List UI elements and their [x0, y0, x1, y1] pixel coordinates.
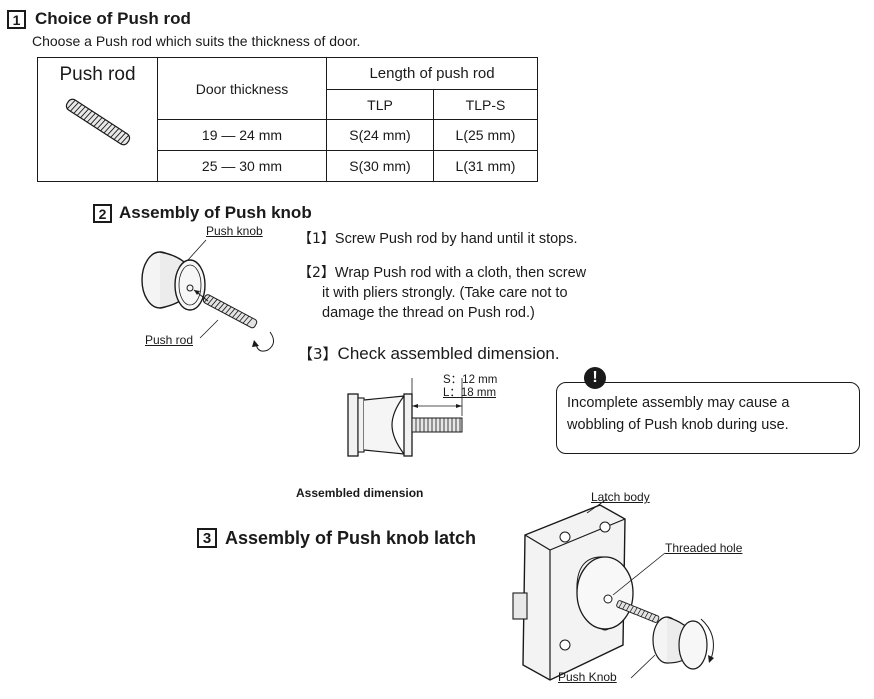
header-door-thickness: Door thickness [157, 57, 327, 120]
step-1-text: Screw Push rod by hand until it stops. [334, 231, 578, 247]
step-1-number: 【1】 [298, 231, 335, 247]
tlps-cell: L(31 mm) [433, 150, 538, 182]
section-2-title: Assembly of Push knob [119, 203, 312, 222]
step-3-number: 【3】 [298, 345, 338, 363]
step-2-line-2: it with pliers strongly. (Take care not … [322, 285, 568, 301]
warning-callout: Incomplete assembly may cause a wobbling… [556, 382, 860, 454]
step-2-line-3: damage the thread on Push rod.) [322, 305, 535, 321]
header-length-of-push-rod: Length of push rod [326, 57, 538, 90]
section-2-number: 2 [93, 203, 112, 223]
section-1-number: 1 [7, 9, 26, 29]
section-3-number: 3 [197, 528, 217, 548]
push-rod-icon [65, 98, 130, 146]
section-1-intro: Choose a Push rod which suits the thickn… [32, 33, 361, 49]
section-3-heading: 3 Assembly of Push knob latch [197, 525, 476, 551]
dimension-s: S：12 mm [443, 374, 498, 386]
label-latch-body: Latch body [591, 490, 650, 504]
step-3-text: Check assembled dimension. [337, 344, 560, 363]
push-rod-image-cell: Push rod [37, 57, 158, 182]
thickness-cell: 25 — 30 mm [157, 150, 327, 182]
label-push-knob-latch: Push Knob [558, 670, 617, 684]
tlp-cell: S(30 mm) [326, 150, 434, 182]
warning-icon: ! [584, 367, 606, 389]
step-1: 【1】Screw Push rod by hand until it stops… [298, 229, 578, 249]
table-row: 19 — 24 mm S(24 mm) L(25 mm) [38, 119, 538, 151]
section-2-heading: 2 Assembly of Push knob [93, 202, 312, 224]
thickness-cell: 19 — 24 mm [157, 119, 327, 151]
header-tlp: TLP [326, 89, 434, 120]
label-push-rod: Push rod [145, 333, 194, 347]
assembled-dimension-caption: Assembled dimension [296, 486, 424, 500]
label-push-knob: Push knob [206, 224, 263, 238]
table-row: 25 — 30 mm S(30 mm) L(31 mm) [38, 150, 538, 182]
push-rod-label: Push rod [59, 64, 136, 85]
push-knob-illustration [141, 239, 274, 352]
step-3: 【3】Check assembled dimension. [298, 343, 560, 364]
latch-illustration [512, 498, 714, 681]
section-1-heading: 1 Choice of Push rod [7, 8, 191, 30]
step-2-number: 【2】 [298, 265, 335, 281]
step-2: 【2】Wrap Push rod with a cloth, then scre… [298, 263, 586, 323]
section-1-title: Choice of Push rod [35, 9, 191, 28]
tlps-cell: L(25 mm) [433, 119, 538, 151]
step-2-line-1: Wrap Push rod with a cloth, then screw [334, 265, 587, 281]
assembled-dimension-drawing [347, 378, 463, 457]
warning-line-1: Incomplete assembly may cause a [567, 395, 790, 411]
push-rod-table: Push rod [37, 57, 538, 182]
tlp-cell: S(24 mm) [326, 119, 434, 151]
header-tlp-s: TLP-S [433, 89, 538, 120]
warning-line-2: wobbling of Push knob during use. [567, 417, 789, 433]
dimension-l: L：18 mm [443, 387, 497, 399]
section-3-title: Assembly of Push knob latch [225, 527, 477, 548]
label-threaded-hole: Threaded hole [665, 541, 743, 555]
